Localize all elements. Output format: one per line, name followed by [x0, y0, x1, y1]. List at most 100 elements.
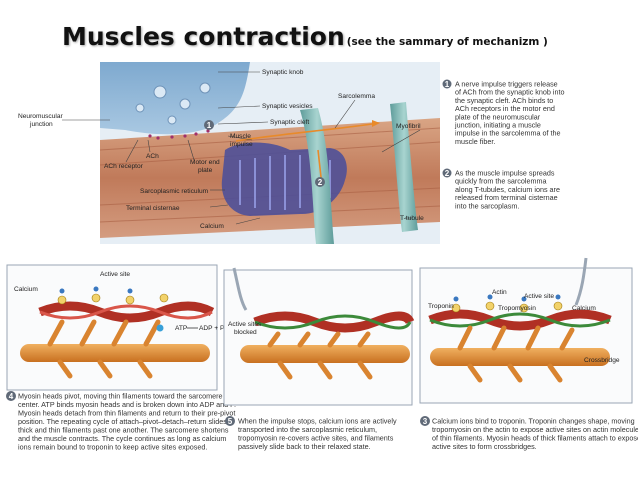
s3-line: tropomyosin on the actin to expose activ… — [432, 425, 638, 434]
myosin-heads — [47, 319, 161, 379]
myosin-heads — [457, 325, 575, 383]
tropomyosin-strand — [254, 314, 412, 330]
step-3-text: Calcium ions bind to troponin. Troponin … — [432, 417, 638, 452]
s1-line: junction, initiating a muscle — [454, 121, 541, 130]
vesicle — [167, 115, 177, 125]
s2-line: released from terminal cisternae — [455, 193, 558, 202]
step-4-marker — [6, 391, 16, 401]
s4-line: center. ATP binds myosin heads and is br… — [18, 400, 236, 409]
label-atp: ATP — [175, 325, 188, 332]
label-troponin: Troponin — [428, 303, 454, 310]
panel-middle: Active sites blocked 5 When the impulse … — [223, 267, 415, 452]
label-calcium-left: Calcium — [14, 286, 38, 293]
myosin-filament — [20, 344, 210, 362]
label-neuromuscular: Neuromuscular — [18, 113, 64, 120]
myosin-heads — [267, 331, 373, 380]
s1-line: muscle fiber. — [455, 137, 495, 146]
actin-filament — [38, 301, 215, 323]
step-5-marker — [225, 416, 235, 426]
marker-1 — [204, 120, 214, 130]
s5-line: passively slide back to their relaxed st… — [238, 442, 371, 451]
label-myofibril: Myofibril — [396, 123, 421, 130]
flow-arrow — [232, 267, 248, 311]
s2-line: along T-tubules, calcium ions are — [455, 185, 560, 194]
myosin-filament — [430, 348, 610, 366]
s4-line: and the muscle contracts. The cycle cont… — [18, 434, 226, 443]
s2-line: into the sarcoplasm. — [455, 201, 519, 210]
sr-channels — [239, 155, 331, 210]
page-title: Muscles contraction(see the sammary of m… — [62, 22, 548, 51]
label-calcium-top: Calcium — [200, 223, 224, 230]
leader-lines — [62, 71, 421, 225]
vesicle — [179, 98, 191, 110]
label-active-site-right: Active site — [524, 293, 554, 300]
t-tubule — [300, 108, 334, 244]
s1-line: A nerve impulse triggers release — [455, 80, 558, 89]
label-crossbridge: Crossbridge — [584, 357, 620, 364]
impulse-arrowhead — [372, 120, 380, 127]
s4-line: Myosin heads pivot, moving thin filament… — [18, 392, 223, 401]
s5-line: transported into the sarcoplasmic reticu… — [238, 425, 377, 434]
s4-line: position. The repeating cycle of attach–… — [18, 417, 227, 426]
vesicle — [199, 82, 211, 94]
myosin-filament — [240, 345, 410, 363]
vesicle — [135, 103, 145, 113]
label-synaptic-vesicles: Synaptic vesicles — [262, 103, 313, 110]
neuromuscular-junction-illustration: 1 2 Synaptic knob Synaptic vesicles Syna… — [18, 62, 441, 244]
label-sarcoplasmic-reticulum: Sarcoplasmic reticulum — [140, 188, 209, 195]
step-3-marker — [420, 416, 430, 426]
label-t-tubule: T-tubule — [400, 215, 424, 222]
s5-line: When the impulse stops, calcium ions are… — [238, 417, 397, 426]
label-calcium-right: Calcium — [572, 305, 596, 312]
s3-line: of thin filaments. Myosin heads of thick… — [432, 434, 638, 443]
s1-line: impulse in the sarcolemma of the — [455, 129, 560, 138]
panel-middle-frame — [223, 269, 413, 406]
label-muscle: Muscle — [230, 133, 251, 140]
label-junction: junction — [29, 121, 53, 128]
label-blocked: blocked — [234, 329, 257, 336]
label-motor-end: Motor end — [190, 159, 220, 166]
panel-right-frame — [419, 267, 633, 404]
label-impulse: impulse — [230, 141, 253, 148]
s2-line: quickly from the sarcolemma — [455, 177, 546, 186]
marker-2 — [315, 177, 325, 187]
actin-filament — [253, 311, 415, 333]
label-plate: plate — [198, 167, 213, 174]
step-3-number: 3 — [423, 417, 428, 426]
label-synaptic-knob: Synaptic knob — [262, 69, 304, 76]
label-ach-receptor: ACh receptor — [104, 163, 144, 170]
label-adp-p: ADP + P — [199, 325, 225, 332]
label-tropomyosin: Tropomyosin — [498, 305, 536, 312]
t-tubule — [390, 102, 418, 232]
s3-line: Calcium ions bind to troponin. Troponin … — [432, 417, 635, 426]
step-4-text: Myosin heads pivot, moving thin filament… — [18, 392, 236, 452]
marker-2-number: 2 — [318, 178, 323, 187]
atp-molecule — [156, 324, 164, 332]
label-synaptic-cleft: Synaptic cleft — [270, 119, 309, 126]
tropomyosin-strand — [39, 304, 213, 320]
s1-line: the synaptic cleft. ACh binds to — [455, 96, 553, 105]
s2-line: As the muscle impulse spreads — [455, 169, 555, 178]
label-active-sites: Active sites — [228, 321, 262, 328]
s1-line: of ACh from the synaptic knob into — [455, 88, 564, 97]
step-2-number: 2 — [445, 169, 450, 178]
panel-left: Calcium Active site ATP ADP + P 4 Myosin… — [6, 264, 236, 452]
calcium-ions — [453, 294, 561, 302]
s4-line: thick and thin filaments past one anothe… — [18, 426, 229, 435]
tropomyosin-strand — [429, 312, 611, 328]
label-ach: ACh — [146, 153, 159, 160]
actin-filament — [428, 309, 612, 331]
step-5-text: When the impulse stops, calcium ions are… — [238, 417, 397, 452]
step-1-number: 1 — [445, 80, 450, 89]
label-active-site-left: Active site — [100, 271, 130, 278]
panel-right: Actin Active site Troponin Tropomyosin C… — [419, 257, 638, 452]
step-2-marker — [442, 168, 452, 178]
step-5-number: 5 — [228, 417, 233, 426]
troponin-complexes — [451, 301, 563, 313]
s3-line: active sites to form crossbridges. — [432, 442, 537, 451]
s4-line: ions remain bound to troponin to keep ac… — [18, 443, 207, 452]
flow-arrow — [574, 257, 588, 306]
